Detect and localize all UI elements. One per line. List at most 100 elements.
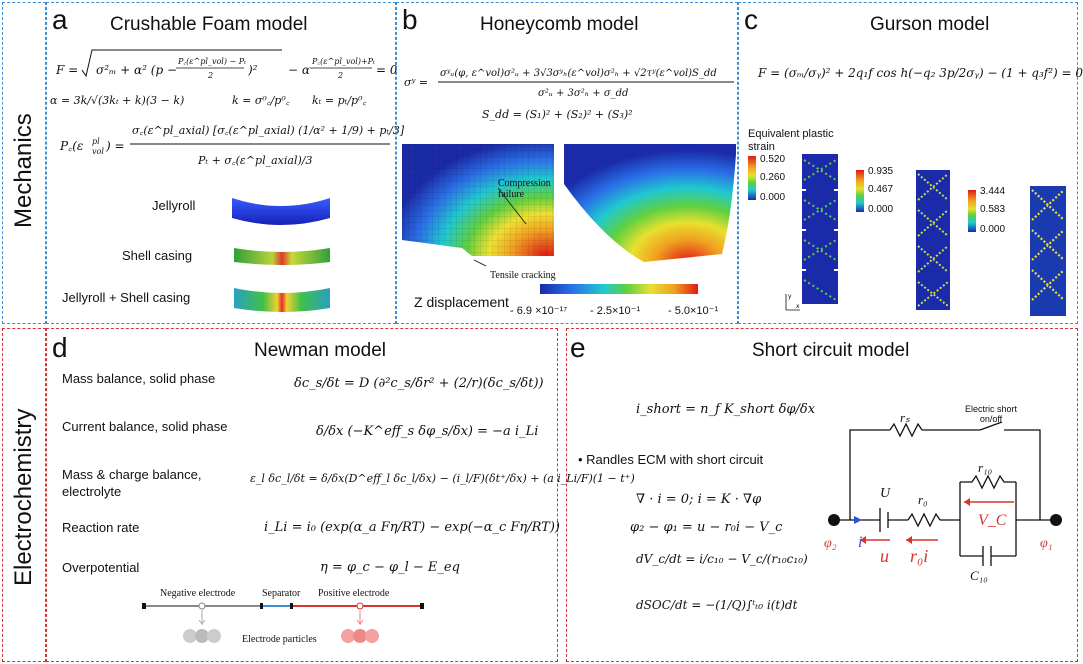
- strain-colorbar-2: [856, 170, 864, 212]
- panel-e-letter: e: [570, 332, 586, 363]
- mechanics-row-label: Mechanics: [10, 113, 37, 228]
- z-displacement-label: Z displacement: [414, 294, 509, 310]
- jellyroll-shell-image: [234, 288, 330, 312]
- svg-text:kₜ = pₜ/p⁰꜀: kₜ = pₜ/p⁰꜀: [312, 94, 366, 107]
- c10-label: C₁₀: [970, 568, 988, 583]
- randles-bullet: • Randles ECM with short circuit: [578, 452, 764, 467]
- strain-bar2-min: 0.000: [868, 204, 894, 215]
- crushable-foam-equations: F = σ²ₘ + α² (p − P꜀(ε^pl_vol) − Pₜ 2 )²…: [50, 49, 405, 167]
- strain-colorbar-3: [968, 190, 976, 232]
- panel-a-title: Crushable Foam model: [110, 14, 308, 35]
- gurson-equation: F = (σₘ/σᵧ)² + 2q₁f cos h(−q₂ 3p/2σᵧ) − …: [758, 66, 1083, 80]
- compression-failure-annotation: Compression failure: [498, 178, 551, 200]
- gurson-specimen-1: [802, 154, 838, 304]
- randles-circuit-diagram: [828, 421, 1062, 566]
- newman-eq-current-balance-solid: δ/δx (−K^eff_s δφ_s/δx) = −a i_Li: [316, 424, 539, 439]
- colorbar-tick-max: - 5.0×10⁻¹: [668, 305, 719, 317]
- panel-a: [46, 2, 396, 324]
- soc-equation: dSOC/dt = −(1/Q)∫ᵗₜ₀ i(t)dt: [636, 598, 798, 612]
- svg-text:S_dd = (S₁)² + (S₂)² + (S₃)²: S_dd = (S₁)² + (S₂)² + (S₃)²: [482, 108, 633, 121]
- svg-text:α = 3k/√(3kₜ + k)(3 − k): α = 3k/√(3kₜ + k)(3 − k): [50, 94, 184, 107]
- voltage-u-label: u: [880, 546, 889, 566]
- panel-e-title: Short circuit model: [752, 340, 910, 361]
- electrochemistry-row-label-box: [2, 328, 46, 662]
- panel-b: [396, 2, 738, 324]
- panel-a-letter: a: [52, 4, 68, 35]
- current-i-label: i: [858, 534, 863, 551]
- svg-text:F =: F =: [55, 63, 78, 77]
- jellyroll-image: [232, 198, 330, 225]
- panel-b-letter: b: [402, 4, 418, 35]
- svg-text:2: 2: [207, 71, 213, 80]
- separator-label: Separator: [262, 588, 301, 599]
- svg-text:P꜀(ε^pl_vol)+Pₜ: P꜀(ε^pl_vol)+Pₜ: [311, 57, 375, 66]
- strain-bar3-min: 0.000: [980, 224, 1006, 235]
- electrode-particles-label: Electrode particles: [242, 634, 317, 645]
- svg-text:Pₜ + σ꜀(ε^pl_axial)/3: Pₜ + σ꜀(ε^pl_axial)/3: [197, 154, 312, 167]
- svg-text:vol: vol: [92, 147, 104, 156]
- honeycomb-simulation-right: [564, 144, 736, 262]
- phi2-label: φ₂: [824, 536, 837, 551]
- strain-bar1-mid: 0.260: [760, 172, 786, 183]
- svg-text:σʸᵤ(φ, ε^vol)σ²ᵤ + 3√3σʸₕ(ε^vo: σʸᵤ(φ, ε^vol)σ²ᵤ + 3√3σʸₕ(ε^vol)σ²ₕ + √2…: [440, 68, 717, 79]
- newman-label-reaction-rate: Reaction rate: [62, 520, 140, 535]
- randles-bullet-text: Randles ECM with short circuit: [586, 452, 764, 467]
- svg-text:P꜀(ε: P꜀(ε: [59, 139, 83, 153]
- newman-label-overpotential: Overpotential: [62, 560, 140, 575]
- honeycomb-equations: σʸ = σʸᵤ(φ, ε^vol)σ²ᵤ + 3√3σʸₕ(ε^vol)σ²ₕ…: [404, 68, 734, 121]
- negative-electrode-label: Negative electrode: [160, 588, 236, 599]
- rs-label: rₛ: [900, 410, 910, 425]
- panel-d: [46, 328, 558, 662]
- shell-casing-image: [234, 248, 330, 265]
- panel-d-letter: d: [52, 332, 68, 363]
- shell-casing-label: Shell casing: [122, 248, 193, 263]
- svg-text:σ꜀(ε^pl_axial) [σ꜀(ε^pl_axial): σ꜀(ε^pl_axial) [σ꜀(ε^pl_axial) (1/α² + 1…: [132, 124, 405, 137]
- svg-text:)²: )²: [247, 63, 258, 77]
- jellyroll-label: Jellyroll: [152, 198, 196, 213]
- newman-eq-mass-charge-electrolyte: ε_l δc_l/δt = δ/δx(D^eff_l δc_l/δx) − (i…: [250, 472, 635, 485]
- strain-bar2-mid: 0.467: [868, 184, 894, 195]
- svg-text:2: 2: [337, 71, 343, 80]
- gurson-specimen-3: [1030, 186, 1066, 316]
- svg-text:k = σ⁰꜀/p⁰꜀: k = σ⁰꜀/p⁰꜀: [232, 94, 290, 107]
- equivalent-plastic-strain-label: Equivalent plastic strain: [748, 128, 834, 153]
- electric-short-switch-label: Electric short on/off: [964, 404, 1017, 424]
- svg-text:− α: − α: [288, 63, 310, 77]
- panel-b-title: Honeycomb model: [480, 14, 639, 35]
- strain-colorbar-1: [748, 156, 756, 200]
- phi1-label: φ₁: [1040, 536, 1053, 551]
- newman-label-mass-balance-solid: Mass balance, solid phase: [62, 371, 216, 386]
- potential-equation: φ₂ − φ₁ = u − r₀i − V_c: [630, 520, 783, 535]
- gurson-specimen-2: [916, 170, 950, 310]
- positive-electrode-label: Positive electrode: [318, 588, 390, 599]
- vc-equation: dV_c/dt = i/c₁₀ − V_c/(r₁₀c₁₀): [636, 552, 808, 566]
- newman-label-mass-charge-electrolyte: Mass & charge balance, electrolyte: [62, 467, 202, 499]
- svg-text:= 0: = 0: [376, 63, 398, 77]
- colorbar-tick-min: - 6.9 ×10⁻¹⁷: [510, 305, 568, 317]
- u-source-label: U: [880, 486, 891, 501]
- svg-text:) =: ) =: [105, 139, 125, 153]
- ishort-equation: i_short = n_f K_short δφ/δx: [636, 402, 816, 417]
- newman-eq-mass-balance-solid: δc_s/δt = D (∂²c_s/δr² + (2/r)(δc_s/δt)): [294, 376, 544, 391]
- panel-c-letter: c: [744, 4, 758, 35]
- panel-e: [566, 328, 1078, 662]
- electrode-diagram: [142, 602, 424, 643]
- newman-eq-reaction-rate: i_Li = i₀ (exp(α_a Fη/RT) − exp(−α_c Fη/…: [264, 520, 560, 535]
- tensile-cracking-annotation: Tensile cracking: [490, 270, 556, 281]
- panel-d-title: Newman model: [254, 340, 386, 361]
- newman-label-current-balance-solid: Current balance, solid phase: [62, 419, 228, 434]
- jellyroll-shell-label: Jellyroll + Shell casing: [62, 290, 191, 305]
- axis-triad-icon: y x: [785, 293, 800, 311]
- electrochemistry-row-label: Electrochemistry: [10, 408, 37, 586]
- strain-bar2-max: 0.935: [868, 166, 894, 177]
- divergence-equation: ∇ · i = 0; i = K · ∇φ: [636, 492, 762, 507]
- r10-label: r₁₀: [978, 460, 993, 475]
- strain-bar1-max: 0.520: [760, 154, 786, 165]
- r0-label: r₀: [918, 492, 928, 507]
- svg-text:pl: pl: [92, 137, 100, 146]
- mechanics-row-label-box: [2, 2, 46, 324]
- z-displacement-colorbar: [540, 284, 698, 294]
- newman-eq-overpotential: η = φ_c − φ_l − E_eq: [320, 560, 460, 575]
- voltage-r0i-label: r₀i: [910, 546, 929, 566]
- svg-text:σ²ₘ + α² (p −: σ²ₘ + α² (p −: [96, 63, 177, 77]
